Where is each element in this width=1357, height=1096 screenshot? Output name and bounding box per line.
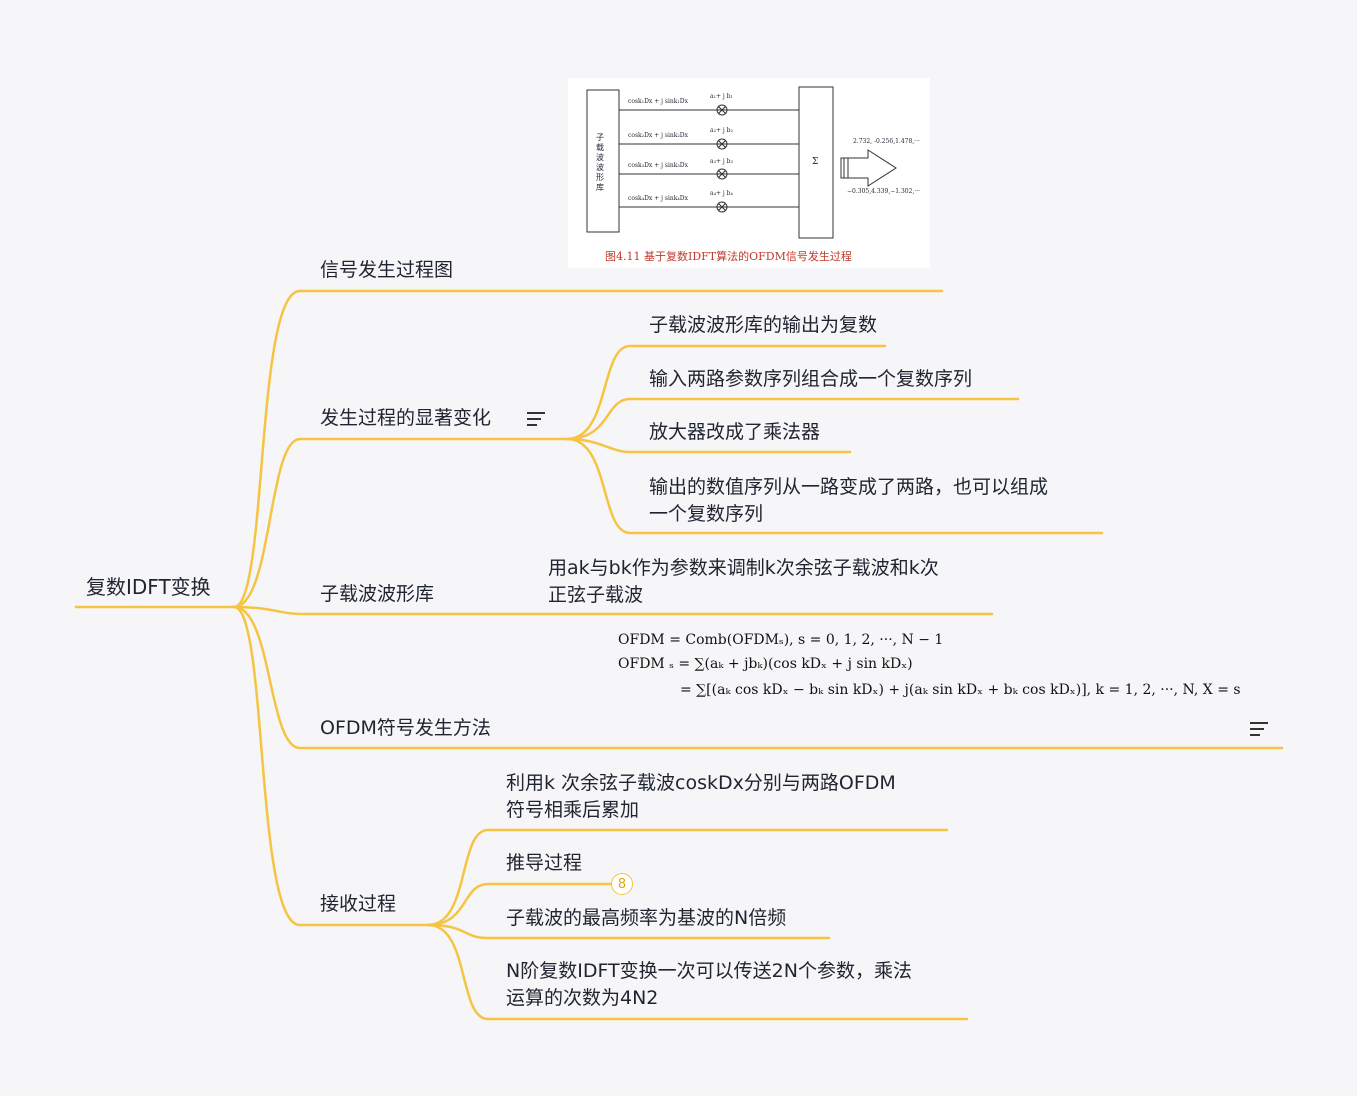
- formula-line-1: OFDM = Comb(OFDMₛ), s = 0, 1, 2, ···, N …: [618, 632, 944, 648]
- formula-line-2: OFDM ₛ = ∑(aₖ + jbₖ)(cos kDₓ + j sin kDₓ…: [618, 656, 913, 672]
- receive-child-4-line2[interactable]: 运算的次数为4N2: [506, 987, 659, 1009]
- notes-icon[interactable]: [527, 412, 545, 426]
- figure-caption: 图4.11 基于复数IDFT算法的OFDM信号发生过程: [605, 250, 852, 263]
- formula-line-3: = ∑[(aₖ cos kDₓ − bₖ sin kDₓ) + j(aₖ sin…: [680, 682, 1241, 698]
- coef-2: a₂+ j b₂: [710, 127, 733, 134]
- branch-ofdm[interactable]: OFDM符号发生方法: [320, 717, 491, 739]
- changes-child-4-line2[interactable]: 一个复数序列: [649, 503, 764, 525]
- branch-signal-diagram[interactable]: 信号发生过程图: [320, 259, 454, 281]
- branch-subcarrier[interactable]: 子载波波形库: [320, 583, 435, 605]
- subcarrier-child-line1[interactable]: 用ak与bk作为参数来调制k次余弦子载波和k次: [548, 557, 939, 579]
- subcarrier-child-line2[interactable]: 正弦子载波: [548, 584, 644, 606]
- sum-symbol: Σ: [812, 157, 819, 167]
- output-top: 2.732, -0.256,1.478,···: [853, 138, 920, 145]
- ofdm-generation-figure: 子载波波形库 cosk₁Dx + j sink₁Dx cosk₂Dx + j s…: [568, 78, 930, 268]
- branch-receive[interactable]: 接收过程: [320, 893, 397, 915]
- changes-child-3[interactable]: 放大器改成了乘法器: [649, 421, 821, 443]
- root-node[interactable]: 复数IDFT变换: [86, 575, 211, 599]
- notes-icon[interactable]: [1250, 722, 1268, 736]
- bank-label: 子载波波形库: [596, 133, 604, 192]
- coef-1: a₁+ j b₁: [710, 93, 733, 100]
- carrier-1: cosk₁Dx + j sink₁Dx: [628, 98, 688, 105]
- receive-child-1-line2[interactable]: 符号相乘后累加: [506, 799, 640, 821]
- collapsed-count-badge[interactable]: 8: [611, 873, 633, 895]
- coef-3: a₃+ j b₃: [710, 158, 733, 165]
- carrier-4: cosk₄Dx + j sink₄Dx: [628, 195, 688, 202]
- changes-child-2[interactable]: 输入两路参数序列组合成一个复数序列: [649, 368, 973, 390]
- figure-drawing: [586, 86, 897, 239]
- ofdm-formula: OFDM = Comb(OFDMₛ), s = 0, 1, 2, ···, N …: [618, 630, 1283, 705]
- changes-child-4-line1[interactable]: 输出的数值序列从一路变成了两路，也可以组成: [649, 476, 1049, 498]
- coef-4: a₄+ j b₄: [710, 190, 733, 197]
- carrier-2: cosk₂Dx + j sink₂Dx: [628, 132, 688, 139]
- branch-changes[interactable]: 发生过程的显著变化: [320, 407, 492, 429]
- receive-child-4-line1[interactable]: N阶复数IDFT变换一次可以传送2N个参数，乘法: [506, 960, 912, 982]
- receive-child-3[interactable]: 子载波的最高频率为基波的N倍频: [506, 907, 787, 929]
- receive-child-1-line1[interactable]: 利用k 次余弦子载波coskDx分别与两路OFDM: [506, 772, 896, 794]
- carrier-3: cosk₃Dx + j sink₃Dx: [628, 162, 688, 169]
- changes-child-1[interactable]: 子载波波形库的输出为复数: [649, 314, 878, 336]
- output-bottom: −0.305,4.339,−1.302,···: [847, 188, 921, 195]
- receive-child-2[interactable]: 推导过程: [506, 852, 583, 874]
